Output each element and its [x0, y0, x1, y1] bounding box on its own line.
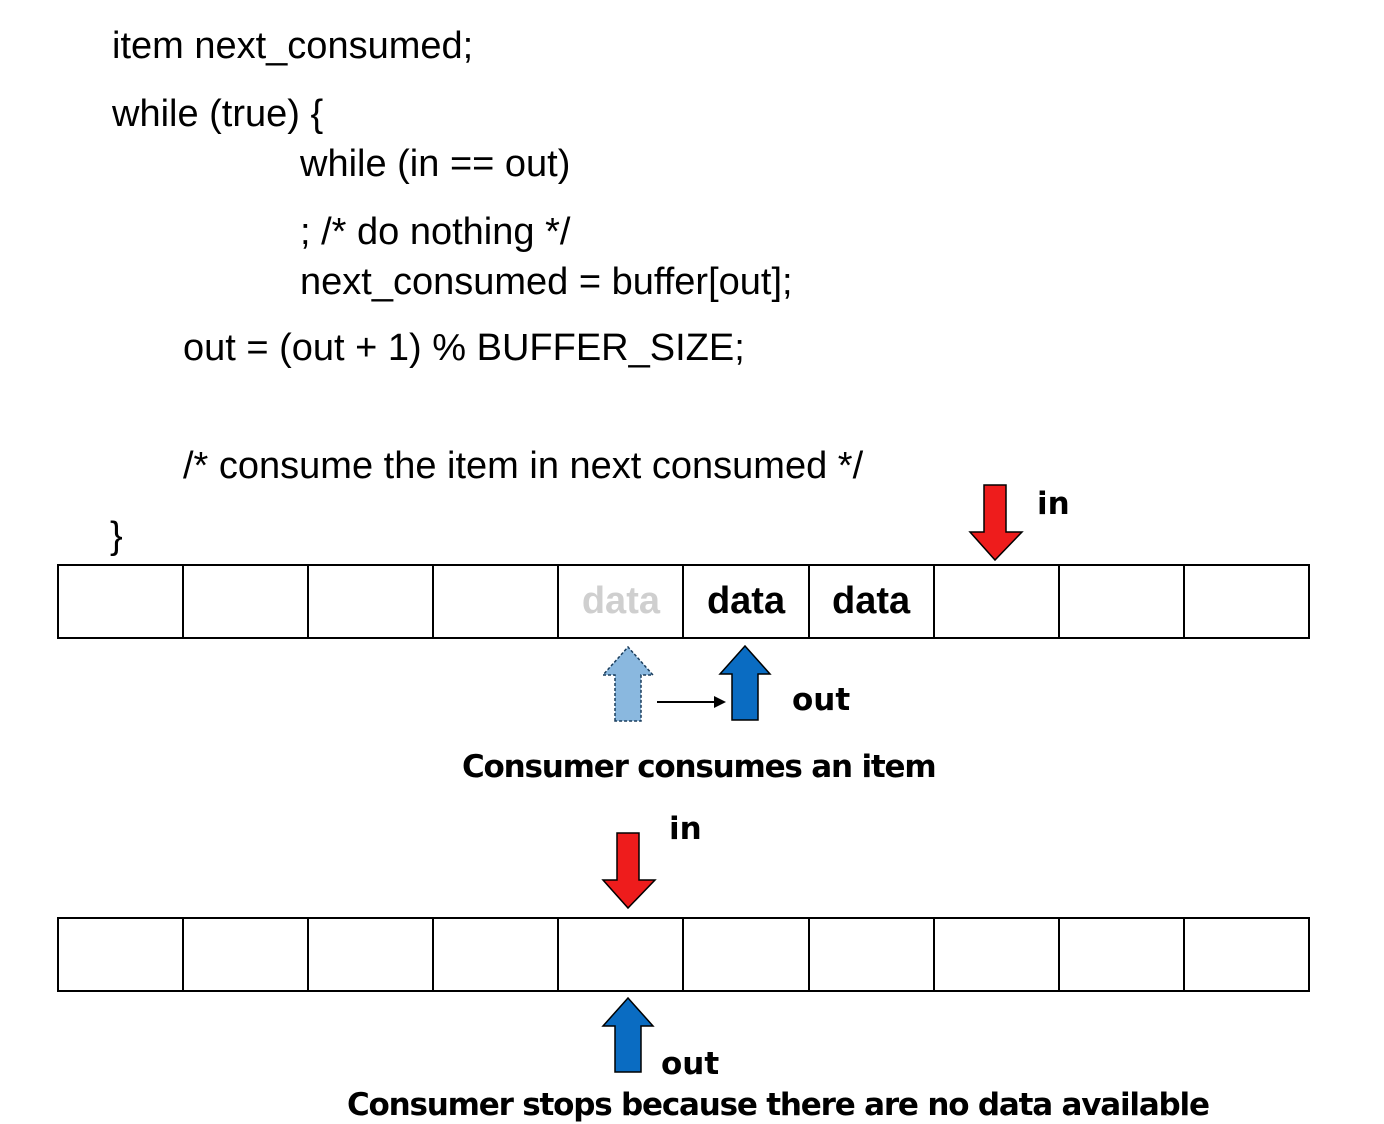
code-line-1: item next_consumed; — [112, 25, 474, 67]
buffer-top-cell — [59, 566, 185, 637]
code-line-4: ; /* do nothing */ — [300, 211, 571, 253]
code-line-8: } — [110, 515, 123, 557]
buffer-bottom-cell — [559, 919, 685, 990]
buffer-top-cell — [935, 566, 1060, 637]
code-line-3: while (in == out) — [300, 143, 571, 185]
buffer-bottom-cell — [684, 919, 810, 990]
buffer-top-cell: data — [810, 566, 935, 637]
code-line-2: while (true) { — [112, 93, 324, 135]
buffer-bottom-cell — [1185, 919, 1308, 990]
buffer-top-cell: data — [559, 566, 685, 637]
buffer-top-cell — [1185, 566, 1308, 637]
buffer-bottom-cell — [184, 919, 310, 990]
code-line-7: /* consume the item in next consumed */ — [183, 445, 864, 487]
buffer-bottom-cell — [434, 919, 560, 990]
buffer-top-cell — [184, 566, 310, 637]
in-label-2: in — [669, 811, 702, 847]
buffer-top-cell — [434, 566, 560, 637]
buffer-top-cell — [309, 566, 435, 637]
buffer-bottom-cell — [1060, 919, 1185, 990]
code-line-5: next_consumed = buffer[out]; — [300, 261, 793, 303]
buffer-bottom-cell — [309, 919, 435, 990]
buffer-bottom-cell — [59, 919, 185, 990]
caption-consumes: Consumer consumes an item — [462, 749, 937, 785]
in-arrow-icon-2 — [601, 832, 657, 910]
out-arrow-icon — [718, 644, 772, 721]
buffer-top-cell: data — [684, 566, 810, 637]
old-out-arrow-icon — [601, 645, 655, 722]
buffer-bottom-cell — [935, 919, 1060, 990]
code-line-6: out = (out + 1) % BUFFER_SIZE; — [183, 327, 745, 369]
out-label: out — [792, 682, 851, 718]
out-label-2: out — [661, 1046, 720, 1082]
caption-stops: Consumer stops because there are no data… — [347, 1087, 1210, 1123]
move-arrow-icon — [657, 696, 726, 708]
buffer-top-cell — [1060, 566, 1185, 637]
buffer-bottom-cell — [810, 919, 935, 990]
in-label: in — [1037, 486, 1070, 522]
buffer-bottom — [57, 917, 1310, 992]
out-arrow-icon-2 — [601, 996, 655, 1073]
in-arrow-icon — [968, 484, 1024, 562]
